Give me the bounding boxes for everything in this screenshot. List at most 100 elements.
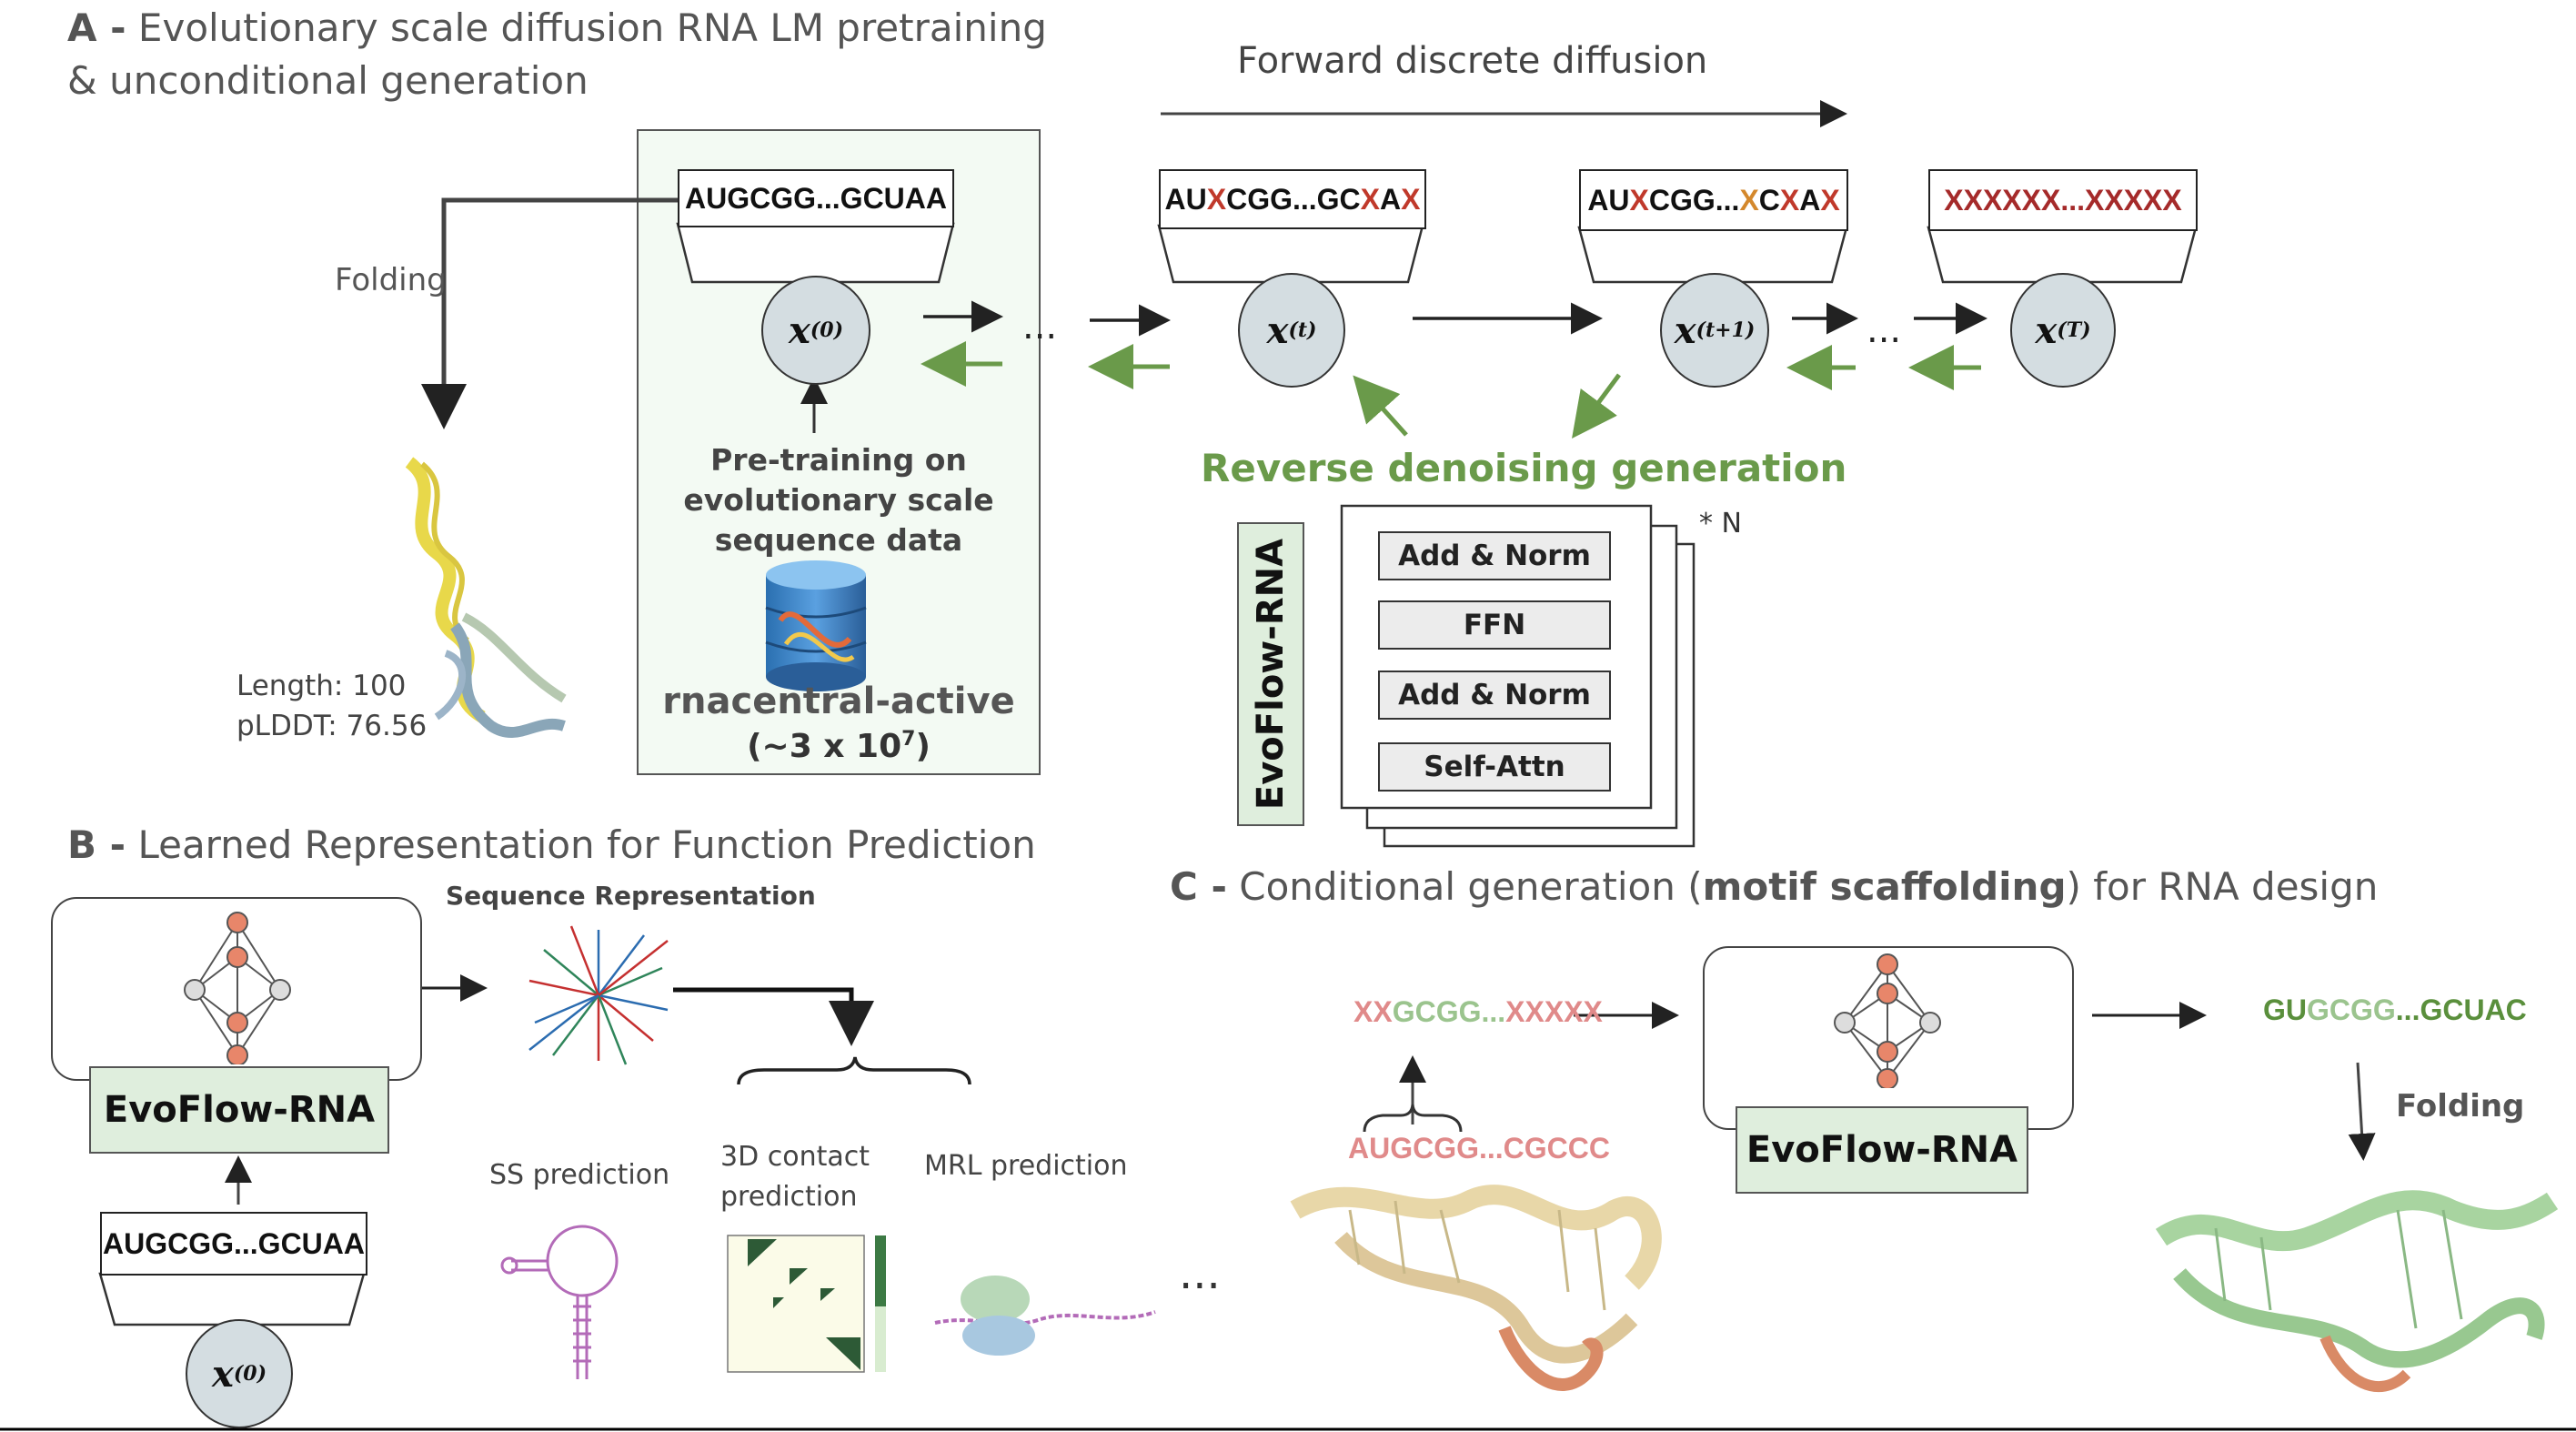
node-xT: x(T) — [2010, 273, 2116, 388]
generated-seq-text: GUGCGG...GCUAC — [2263, 993, 2527, 1026]
panel-c-title-bold: motif scaffolding — [1702, 864, 2067, 909]
seq-xt1-text: AUXCGG...XCXAX — [1587, 184, 1839, 217]
seq-xt1-part: X — [1629, 184, 1649, 217]
node-xt1-var: x — [1674, 308, 1696, 352]
masked-seq-text: XXGCGG...XXXXX — [1353, 995, 1603, 1028]
panel-b-heading: B - Learned Representation for Function … — [67, 822, 1036, 867]
reverse-denoising-label: Reverse denoising generation — [1201, 446, 1847, 490]
database-icon — [765, 560, 867, 691]
ss-prediction-label: SS prediction — [489, 1159, 670, 1191]
panel-b-letter: B - — [67, 822, 126, 867]
pretraining-line1: Pre-training on — [710, 442, 967, 478]
rna-structure-a — [405, 457, 567, 739]
node-x0-sup: (0) — [810, 318, 843, 342]
seq-box-xt: AUXCGG...GCXAX — [1159, 169, 1426, 229]
evoflow-vertical-box: EvoFlow-RNA — [1237, 522, 1304, 826]
panel-b-node-sup: (0) — [233, 1362, 267, 1386]
db-name: rnacentral-active — [662, 681, 1015, 722]
node-xt1: x(t+1) — [1660, 273, 1769, 388]
panel-b-node-var: x — [212, 1352, 234, 1396]
node-x0: x(0) — [761, 276, 870, 385]
evoflow-vertical-label: EvoFlow-RNA — [1250, 538, 1292, 811]
panel-c-model: EvoFlow-RNA — [1736, 1106, 2028, 1194]
seq-box-x0: AUGCGG...GCUAA — [678, 169, 954, 227]
panel-b-model: EvoFlow-RNA — [89, 1066, 389, 1154]
masked-seq-part: XXXXX — [1505, 995, 1603, 1028]
gen-seq-part: ... — [2395, 993, 2420, 1026]
ribosome-icon — [934, 1276, 1156, 1356]
seq-rep-label: Sequence Representation — [446, 881, 816, 911]
db-size-end: ) — [915, 728, 931, 765]
seq-xt-text: AUXCGG...GCXAX — [1165, 183, 1421, 216]
masked-seq: XXGCGG...XXXXX — [1353, 995, 1603, 1029]
gen-seq-part: GU — [2263, 993, 2307, 1026]
rna-structure-motif — [1290, 1185, 1662, 1391]
representation-vectors-icon — [528, 925, 669, 1065]
contact-line1: 3D contact — [720, 1141, 870, 1173]
node-xt-var: x — [1266, 308, 1289, 352]
pretraining-text: Pre-training on evolutionary scale seque… — [637, 440, 1041, 560]
seq-box-xT: XXXXXX...XXXXX — [1928, 169, 2198, 231]
panel-b-node-x0: x(0) — [186, 1319, 293, 1428]
node-xt: x(t) — [1238, 273, 1345, 388]
pretraining-line3: sequence data — [714, 522, 963, 558]
motif-seq: AUGCGG...CGCCC — [1348, 1132, 1610, 1165]
gen-seq-part: GCUAC — [2420, 993, 2527, 1026]
ss-structure-icon — [500, 1225, 619, 1379]
gen-seq-part: GCGG — [2307, 993, 2396, 1026]
layer-add-norm-2: Add & Norm — [1378, 671, 1611, 720]
db-size: (~3 x 107) — [637, 728, 1041, 765]
seq-xt1-part: CGG... — [1648, 184, 1740, 217]
seq-xt-part: X — [1360, 183, 1380, 216]
panel-a-title-line2: & unconditional generation — [67, 58, 589, 103]
panel-a-heading: A - Evolutionary scale diffusion RNA LM … — [67, 5, 1047, 50]
generated-seq: GUGCGG...GCUAC — [2263, 993, 2527, 1027]
db-size-exp: 7 — [901, 728, 916, 751]
layer-add-norm-1: Add & Norm — [1378, 531, 1611, 580]
rna-structure-generated — [2155, 1190, 2559, 1393]
seq-xt-part: X — [1401, 183, 1421, 216]
repeat-label: * N — [1699, 508, 1742, 540]
forward-diffusion-label: Forward discrete diffusion — [1237, 40, 1708, 82]
plddt-label: pLDDT: 76.56 — [236, 710, 428, 742]
seq-xt1-part: A — [1799, 184, 1821, 217]
layer-ffn: FFN — [1378, 600, 1611, 650]
panel-c-heading: C - Conditional generation (motif scaffo… — [1170, 864, 2378, 909]
mrl-prediction-label: MRL prediction — [924, 1150, 1128, 1182]
panel-c-title-post: ) for RNA design — [2066, 864, 2379, 909]
neural-net-icon-c — [1834, 953, 1941, 1088]
seq-xt1-part: X — [1739, 184, 1759, 217]
node-xt-sup: (t) — [1288, 318, 1317, 342]
panel-a-title-line1: Evolutionary scale diffusion RNA LM pret… — [137, 5, 1047, 50]
folding-label-c: Folding — [2396, 1088, 2525, 1124]
layer-self-attn: Self-Attn — [1378, 742, 1611, 792]
seq-xt1-part: AU — [1587, 184, 1630, 217]
node-xt1-sup: (t+1) — [1696, 318, 1756, 342]
masked-seq-part: GCGG... — [1392, 995, 1506, 1028]
seq-xt-part: AU — [1164, 183, 1207, 216]
neural-net-icon-b — [184, 912, 291, 1064]
contact-line2: prediction — [720, 1181, 858, 1213]
panel-c-title-pre: Conditional generation ( — [1239, 864, 1703, 909]
seq-xt-part: CGG...GC — [1226, 183, 1361, 216]
node-xT-sup: (T) — [2057, 318, 2091, 342]
panel-b-title: Learned Representation for Function Pred… — [137, 822, 1036, 867]
ellipsis-1: ... — [1022, 306, 1058, 348]
contact-map-icon — [727, 1235, 886, 1373]
seq-xt1-part: C — [1758, 184, 1780, 217]
seq-xt-part: A — [1380, 183, 1402, 216]
length-label: Length: 100 — [236, 670, 407, 702]
node-xT-var: x — [2035, 308, 2058, 352]
seq-xt1-part: X — [1779, 184, 1800, 217]
node-x0-var: x — [789, 308, 810, 352]
panel-b-seq-box: AUGCGG...GCUAA — [100, 1212, 367, 1276]
folding-label-a: Folding — [335, 262, 447, 298]
pretraining-line2: evolutionary scale — [683, 482, 994, 518]
contact-prediction-label: 3D contact prediction — [720, 1137, 870, 1217]
masked-seq-part: XX — [1353, 995, 1393, 1028]
db-size-base: (~3 x 10 — [747, 728, 902, 765]
more-ellipsis: ... — [1179, 1248, 1221, 1299]
panel-a-letter: A - — [67, 5, 126, 50]
ellipsis-2: ... — [1867, 309, 1902, 351]
seq-xt-part: X — [1206, 183, 1227, 216]
